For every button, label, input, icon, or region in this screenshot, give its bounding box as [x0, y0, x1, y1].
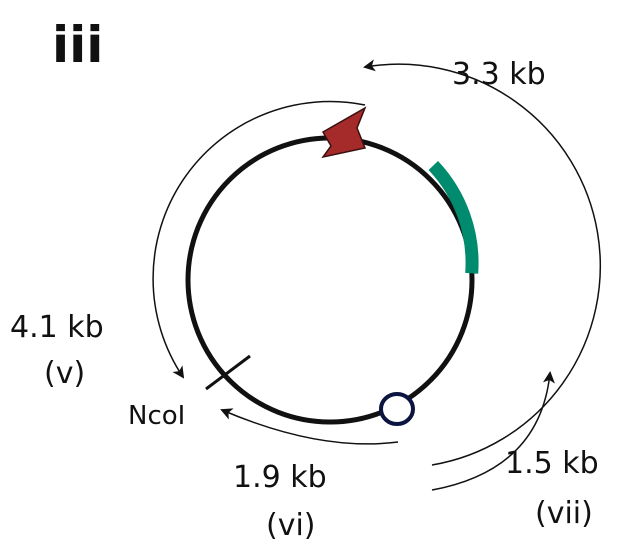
fragment-vii-size: 1.5 kb: [505, 446, 599, 481]
panel-label: iii: [52, 16, 103, 74]
plasmid-backbone: [185, 135, 475, 425]
fragment-vii-arc: [431, 371, 555, 491]
fragment-v-tag: (v): [44, 356, 85, 391]
fragment-vi-tag: (vi): [266, 508, 316, 543]
fragment-full-size: 3.3 kb: [452, 57, 546, 92]
fragment-full-arc: [363, 59, 602, 466]
origin-marker: [379, 392, 415, 426]
fragment-vi-size: 1.9 kb: [233, 460, 327, 495]
gene-segment: [428, 161, 479, 274]
ncoi-label: NcoI: [128, 401, 185, 431]
fragment-v-size: 4.1 kb: [10, 310, 104, 345]
promoter-arrow: [321, 106, 367, 159]
fragment-vi-arc: [220, 408, 399, 445]
ncoi-site-tick: [205, 354, 251, 391]
fragment-v-arc: [152, 100, 366, 379]
fragment-vii-tag: (vii): [535, 496, 593, 531]
